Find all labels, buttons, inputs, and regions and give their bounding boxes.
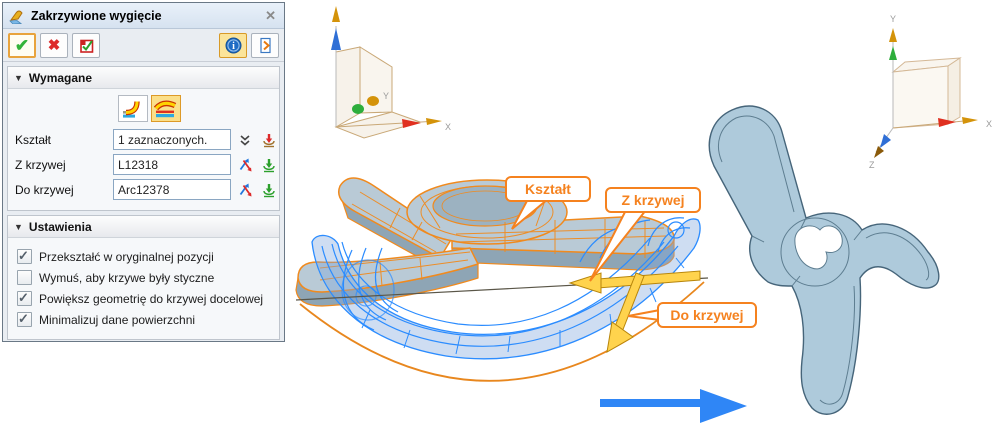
direction-arrow-to[interactable] bbox=[606, 272, 645, 353]
y-axis-arrow-gold bbox=[889, 28, 897, 42]
swap-arrows-icon bbox=[239, 183, 252, 196]
collapse-triangle-icon: ▼ bbox=[14, 72, 23, 83]
callout-do-krzywej: Do krzywej bbox=[627, 302, 757, 328]
apply-check-icon bbox=[79, 39, 93, 53]
from-curve-pick-button[interactable] bbox=[259, 156, 279, 174]
transform-arrow bbox=[600, 389, 747, 423]
section-required-label: Wymagane bbox=[28, 70, 93, 85]
callout-z-krzywej-label: Z krzywej bbox=[621, 192, 684, 208]
callout-ksztalt-label: Kształt bbox=[525, 181, 571, 197]
shape-pick-button[interactable] bbox=[259, 131, 279, 149]
bend-type-simple-button[interactable] bbox=[118, 95, 148, 122]
view-triad-right: Y X Z bbox=[869, 14, 992, 170]
checkbox-label: Minimalizuj dane powierzchni bbox=[39, 312, 196, 327]
page-arrow-icon bbox=[259, 37, 271, 54]
checkbox-row-minimize-surface-data: Minimalizuj dane powierzchni bbox=[17, 311, 272, 327]
shape-field-label: Kształt bbox=[15, 132, 52, 147]
axis-label-y: Y bbox=[890, 14, 896, 24]
axis-label-z: Z bbox=[869, 160, 875, 170]
bend-type-curved-button[interactable] bbox=[151, 95, 181, 122]
cancel-x-icon: ✖ bbox=[47, 37, 61, 54]
to-curve-input[interactable] bbox=[113, 179, 231, 200]
y-axis-cone-gold bbox=[367, 96, 379, 106]
bend-curved-icon bbox=[154, 100, 177, 117]
curved-bend-dialog: Zakrzywione wygięcie ✕ ✔ ✖ i bbox=[2, 2, 285, 342]
checkbox-minimize-surface-data[interactable] bbox=[17, 311, 32, 327]
section-settings-label: Ustawienia bbox=[28, 219, 92, 234]
arrow-tray-green-icon bbox=[263, 183, 275, 197]
cancel-button[interactable]: ✖ bbox=[40, 33, 68, 58]
arrow-tray-green-icon bbox=[263, 158, 275, 172]
options-panel-button[interactable] bbox=[251, 33, 279, 58]
info-toggle-button[interactable]: i bbox=[219, 33, 247, 58]
section-required: ▼ Wymagane bbox=[7, 66, 280, 211]
checkbox-original-position[interactable] bbox=[17, 248, 32, 264]
callout-z-krzywej: Z krzywej bbox=[589, 187, 701, 282]
z-axis-arrow-darkgold bbox=[874, 146, 884, 158]
y-axis-cone-green bbox=[352, 104, 364, 114]
x-axis-arrow-gold bbox=[962, 117, 978, 124]
collapse-triangle-icon: ▼ bbox=[14, 221, 23, 232]
checkbox-force-tangent[interactable] bbox=[17, 270, 32, 285]
axis-label-y: Y bbox=[383, 91, 389, 101]
swap-arrows-icon bbox=[239, 158, 252, 171]
arrow-tray-red-icon bbox=[263, 133, 275, 147]
field-row-shape: Kształt bbox=[15, 129, 275, 150]
checkbox-row-extend-geometry: Powiększ geometrię do krzywej docelowej bbox=[17, 290, 272, 306]
shape-input[interactable] bbox=[113, 129, 231, 150]
z-axis-arrow-blue bbox=[331, 28, 341, 50]
z-axis-arrow-blue bbox=[880, 134, 891, 148]
checkbox-label: Przekształć w oryginalnej pozycji bbox=[39, 249, 214, 264]
chevron-double-down-icon bbox=[240, 134, 250, 146]
x-axis-arrow-red bbox=[402, 119, 421, 128]
bend-type-row bbox=[25, 95, 274, 122]
to-curve-pick-button[interactable] bbox=[259, 181, 279, 199]
z-axis-arrow-gold bbox=[332, 6, 340, 22]
to-curve-arc[interactable] bbox=[299, 281, 705, 382]
apply-button[interactable] bbox=[72, 33, 100, 58]
result-part-hole bbox=[794, 225, 843, 270]
axis-label-x: X bbox=[445, 122, 451, 132]
from-curve-input[interactable] bbox=[113, 154, 231, 175]
field-row-to-curve: Do krzywej bbox=[15, 179, 275, 200]
dialog-titlebar[interactable]: Zakrzywione wygięcie ✕ bbox=[3, 3, 284, 29]
result-part bbox=[708, 105, 940, 415]
section-settings: ▼ Ustawienia Przekształć w oryginalnej p… bbox=[7, 215, 280, 340]
close-icon[interactable]: ✕ bbox=[265, 7, 276, 23]
section-required-header[interactable]: ▼ Wymagane bbox=[8, 67, 279, 89]
x-axis-arrow-gold bbox=[426, 118, 442, 125]
from-curve-swap-button[interactable] bbox=[235, 156, 255, 174]
checkbox-extend-geometry[interactable] bbox=[17, 290, 32, 306]
callout-ksztalt: Kształt bbox=[505, 176, 591, 230]
callout-do-krzywej-label: Do krzywej bbox=[670, 307, 743, 323]
info-icon: i bbox=[225, 37, 241, 54]
checkbox-row-original-position: Przekształć w oryginalnej pozycji bbox=[17, 248, 272, 264]
from-curve-field-label: Z krzywej bbox=[15, 157, 66, 172]
axis-label-x: X bbox=[986, 119, 992, 129]
y-axis-arrow-green bbox=[889, 46, 897, 60]
checkbox-row-force-tangent: Wymuś, aby krzywe były styczne bbox=[17, 270, 272, 285]
feature-icon bbox=[9, 10, 23, 24]
to-curve-swap-button[interactable] bbox=[235, 181, 255, 199]
x-axis-arrow-red bbox=[938, 118, 956, 127]
to-curve-field-label: Do krzywej bbox=[15, 182, 74, 197]
dialog-toolbar: ✔ ✖ i bbox=[3, 29, 284, 62]
ok-check-icon: ✔ bbox=[14, 36, 30, 55]
bend-simple-icon bbox=[123, 100, 140, 118]
svg-text:i: i bbox=[232, 41, 235, 52]
expand-chevrons-button[interactable] bbox=[235, 131, 255, 149]
section-settings-header[interactable]: ▼ Ustawienia bbox=[8, 216, 279, 238]
checkbox-label: Powiększ geometrię do krzywej docelowej bbox=[39, 291, 264, 306]
dialog-title: Zakrzywione wygięcie bbox=[31, 8, 162, 23]
ok-button[interactable]: ✔ bbox=[8, 33, 36, 58]
checkbox-label: Wymuś, aby krzywe były styczne bbox=[39, 270, 215, 285]
field-row-from-curve: Z krzywej bbox=[15, 154, 275, 175]
csys-triad-left: Y X bbox=[331, 6, 451, 139]
